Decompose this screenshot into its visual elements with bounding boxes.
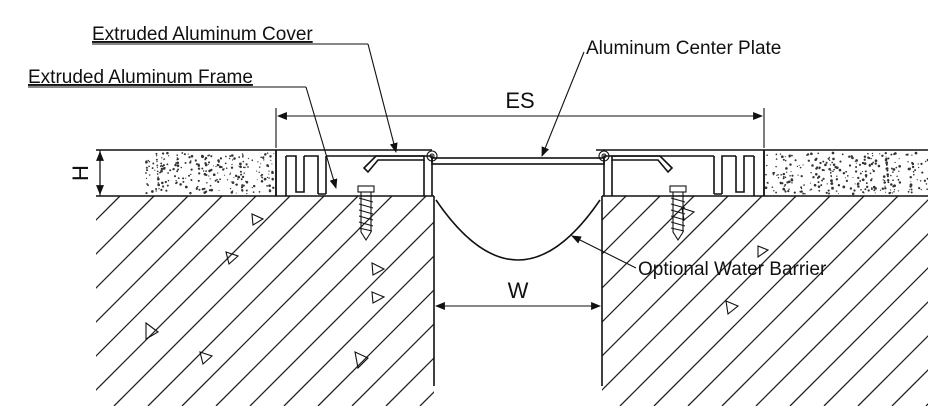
right-aluminum-frame: [596, 149, 765, 196]
dimension-h: H: [68, 150, 104, 196]
dimension-w: W: [435, 278, 601, 310]
right-topping: [763, 149, 928, 196]
water-barrier: [435, 199, 601, 261]
water-barrier-label: Optional Water Barrier: [638, 259, 827, 280]
callout-center-plate: Aluminum Center Plate: [541, 38, 781, 157]
left-aluminum-cover: [362, 155, 425, 174]
right-substrate: [601, 195, 928, 406]
center-plate-label: Aluminum Center Plate: [586, 38, 781, 59]
left-aluminum-frame: [275, 149, 438, 196]
aluminum-center-plate: [431, 157, 605, 165]
h-label: H: [68, 165, 93, 181]
left-anchor-screw: [357, 185, 375, 242]
cover-label: Extruded Aluminum Cover: [92, 24, 313, 45]
aggregate-marks: [145, 207, 770, 370]
right-aluminum-cover: [611, 155, 674, 174]
callout-frame: Extruded Aluminum Frame: [28, 67, 338, 189]
callout-water-barrier: Optional Water Barrier: [571, 235, 827, 280]
callout-cover: Extruded Aluminum Cover: [92, 24, 398, 153]
w-label: W: [508, 278, 529, 303]
es-label: ES: [505, 88, 534, 113]
left-topping: [96, 149, 277, 196]
frame-label: Extruded Aluminum Frame: [28, 67, 253, 88]
dimension-es: ES: [275, 88, 765, 148]
left-substrate: [96, 195, 435, 406]
right-anchor-screw: [669, 185, 687, 242]
